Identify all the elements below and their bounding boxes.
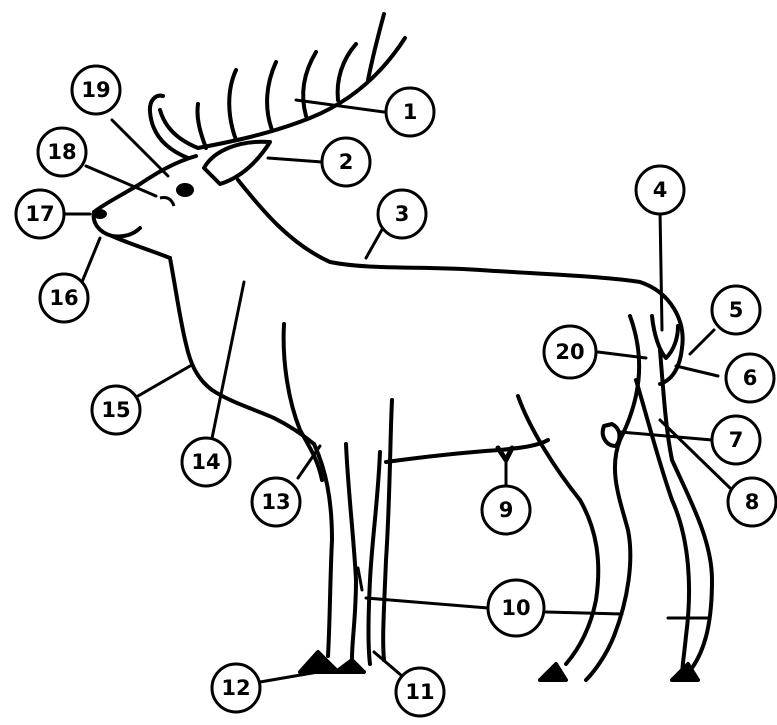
hoof [540, 664, 566, 680]
leader-line-5 [690, 330, 714, 354]
leader-line-11 [374, 652, 402, 676]
leader-line-2 [268, 158, 322, 162]
leader-line-10b [546, 612, 622, 614]
ear [204, 142, 270, 184]
callout-label-8: 8 [745, 490, 760, 514]
hind-leg-near [586, 316, 639, 680]
callout-label-13: 13 [261, 490, 290, 514]
callout-label-7: 7 [729, 428, 744, 452]
leader-line-3 [366, 226, 384, 258]
leader-line-4 [660, 210, 662, 330]
antler-tine [229, 70, 236, 140]
callout-label-5: 5 [729, 298, 744, 322]
front-leg-far [383, 400, 392, 660]
leader-line-14 [210, 282, 244, 448]
callout-label-10: 10 [501, 596, 530, 620]
callout-label-17: 17 [25, 202, 54, 226]
callout-label-19: 19 [81, 78, 110, 102]
callout-label-18: 18 [47, 140, 76, 164]
callout-label-4: 4 [653, 178, 668, 202]
jaw [112, 236, 170, 258]
callout-label-14: 14 [191, 450, 220, 474]
leader-line-15 [138, 366, 190, 396]
eye [176, 183, 194, 197]
tear-gland [160, 197, 174, 206]
front-leg-near [346, 444, 356, 658]
antler-tine [267, 62, 276, 130]
foreleg-back-edge [284, 324, 322, 480]
leader-line-12 [260, 672, 318, 682]
callout-label-9: 9 [499, 498, 514, 522]
callout-label-2: 2 [339, 150, 354, 174]
callout-label-1: 1 [403, 100, 418, 124]
antler [160, 38, 405, 148]
tail [652, 316, 678, 358]
front-leg-far [369, 452, 381, 664]
callout-label-15: 15 [101, 398, 130, 422]
callout-label-20: 20 [555, 340, 584, 364]
leader-line-19 [112, 120, 168, 176]
leader-line-16 [82, 238, 100, 282]
hoof [300, 652, 338, 672]
metatarsal-gland [603, 424, 620, 446]
callout-label-16: 16 [49, 286, 78, 310]
belly [386, 440, 548, 462]
nostril [93, 209, 107, 219]
leader-line-6 [676, 366, 718, 376]
callout-label-11: 11 [405, 680, 434, 704]
callout-label-6: 6 [743, 366, 758, 390]
antler-tine [197, 104, 206, 148]
callout-label-12: 12 [221, 676, 250, 700]
antler-tine [303, 52, 316, 116]
hoof [336, 660, 364, 672]
dewclaw [358, 568, 362, 590]
back-line [238, 180, 683, 348]
callout-label-3: 3 [395, 202, 410, 226]
